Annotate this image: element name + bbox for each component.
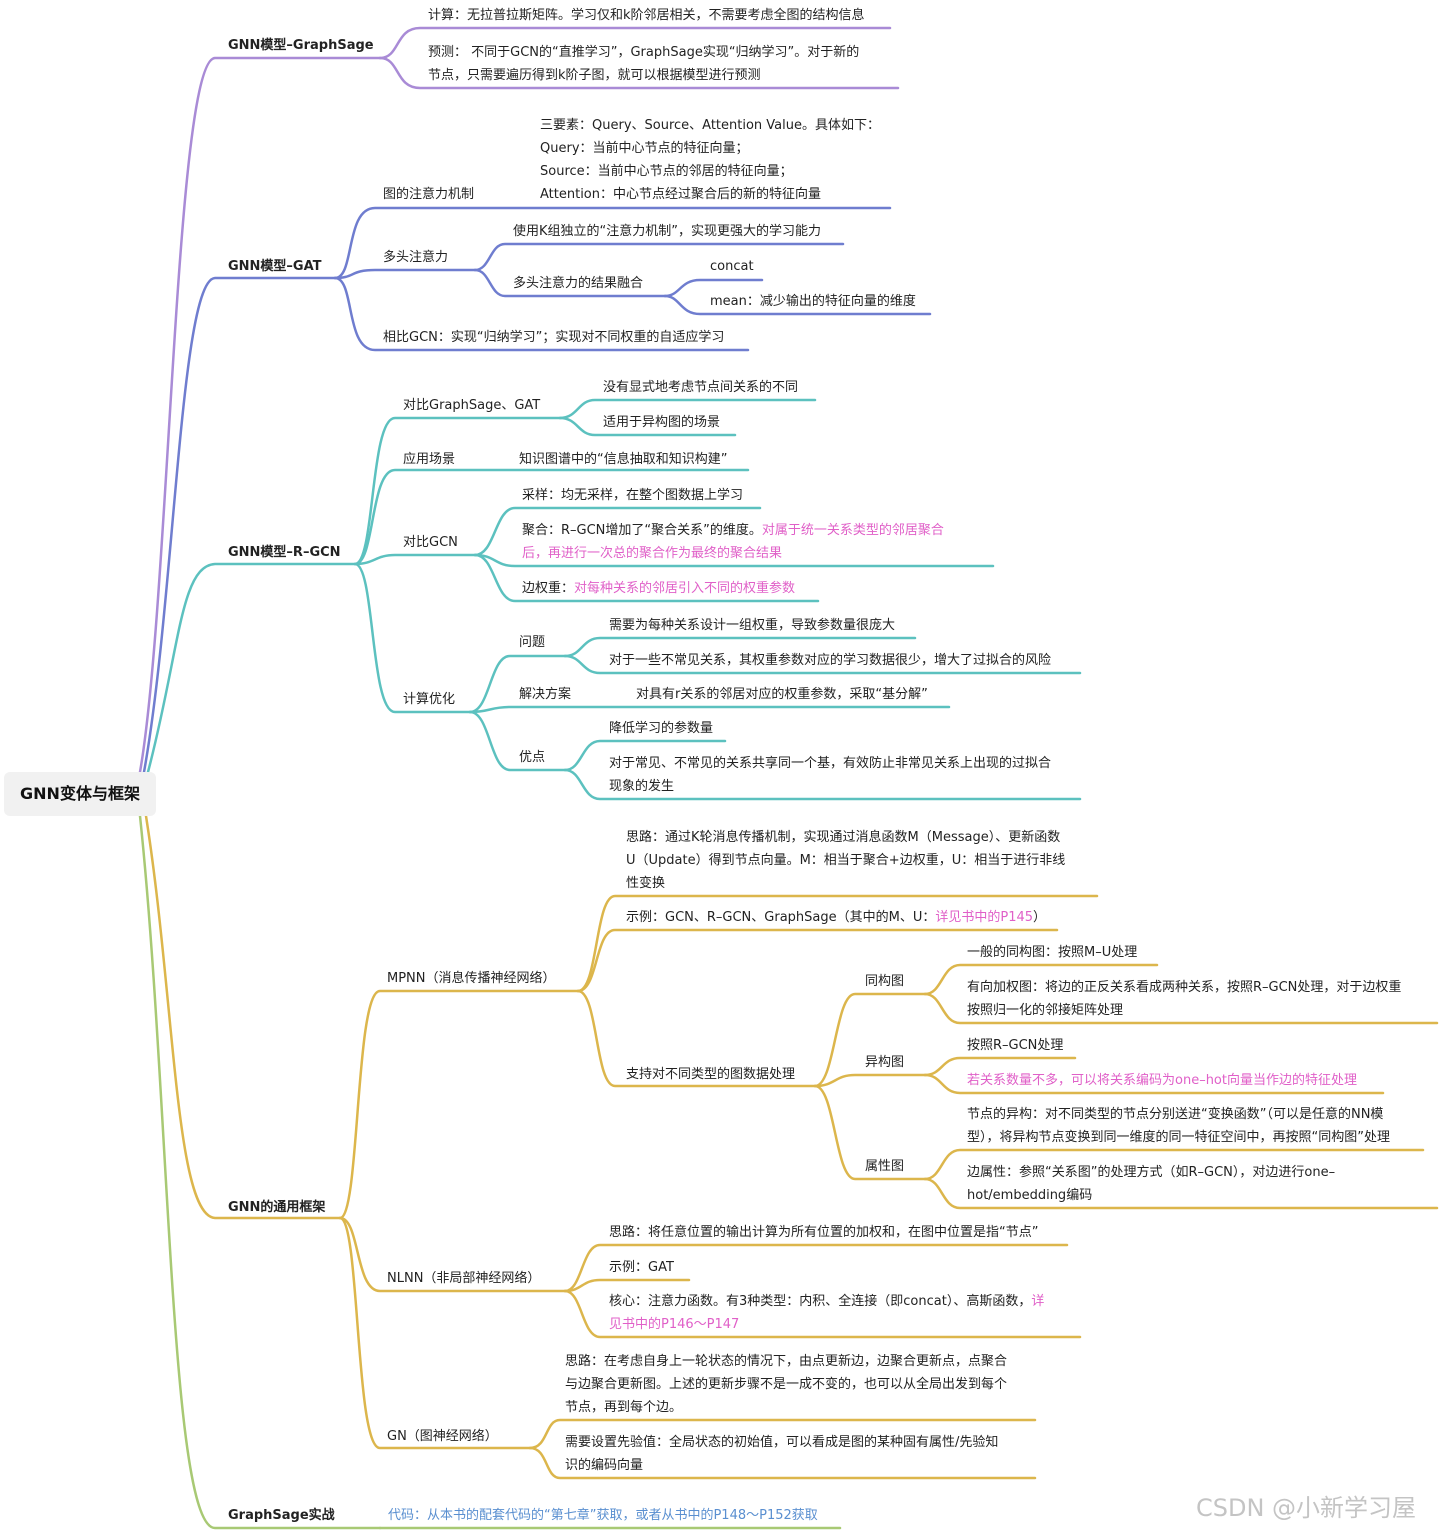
fw-hetero-a: 按照R–GCN处理 bbox=[967, 1038, 1064, 1053]
rgcn-lines bbox=[353, 398, 1082, 801]
rgcn-agg-hl2: 后，再进行一次总的聚合作为最终的聚合结果 bbox=[522, 546, 783, 561]
fw-mpnn-idea3: 性变换 bbox=[626, 876, 666, 891]
gat-attn-line2: Query：当前中心节点的特征向量； bbox=[540, 141, 749, 156]
watermark: CSDN @小新学习屋 bbox=[1196, 1494, 1417, 1522]
rgcn-adv[interactable]: 优点 bbox=[519, 750, 546, 765]
rgcn-app[interactable]: 应用场景 bbox=[403, 452, 456, 467]
gat-attn-line1: 三要素：Query、Source、Attention Value。具体如下： bbox=[540, 118, 880, 133]
gat-concat: concat bbox=[710, 259, 754, 274]
gat-multihead-a: 使用K组独立的“注意力机制”，实现更强大的学习能力 bbox=[513, 224, 821, 239]
fw-gn-idea2: 与边聚合更新图。上述的更新步骤不是一成不变的，也可以从全局出发到每个 bbox=[565, 1377, 1008, 1392]
gat-attn-line3: Source：当前中心节点的邻居的特征向量； bbox=[540, 164, 793, 179]
fw-attr-a2: 型），将异构节点变换到同一维度的同一特征空间中，再按照“同构图”处理 bbox=[967, 1130, 1390, 1145]
root-node[interactable]: GNN变体与框架 bbox=[4, 772, 156, 816]
gat-attention[interactable]: 图的注意力机制 bbox=[383, 187, 475, 202]
fw-homo-b2: 按照归一化的邻接矩阵处理 bbox=[967, 1003, 1124, 1018]
branch-line-graphsage bbox=[138, 56, 382, 774]
graphsage-pred-line1: 预测： 不同于GCN的“直推学习”，GraphSage实现“归纳学习”。对于新的 bbox=[428, 45, 860, 60]
rgcn-vs-gcn[interactable]: 对比GCN bbox=[403, 535, 458, 550]
fw-mpnn-ex-post: ） bbox=[1033, 910, 1047, 925]
fw-mpnn[interactable]: MPNN（消息传播神经网络） bbox=[387, 971, 556, 986]
rgcn-adv-a: 降低学习的参数量 bbox=[609, 721, 714, 736]
gat-multihead-b[interactable]: 多头注意力的结果融合 bbox=[513, 276, 644, 291]
rgcn-edge-pre: 边权重： bbox=[522, 581, 575, 596]
fw-nlnn-core: 核心：注意力函数。有3种类型：内积、全连接（即concat）、高斯函数，详 bbox=[609, 1290, 1044, 1313]
fw-gn-prior2: 识的编码向量 bbox=[565, 1458, 644, 1473]
rgcn-edge: 边权重：对每种关系的邻居引入不同的权重参数 bbox=[522, 577, 795, 600]
rgcn-vs-sg-b: 适用于异构图的场景 bbox=[603, 415, 721, 430]
fw-nlnn[interactable]: NLNN（非局部神经网络） bbox=[387, 1271, 541, 1286]
rgcn-sample: 采样：均无采样，在整个图数据上学习 bbox=[522, 488, 744, 503]
fw-attr-b2: hot/embedding编码 bbox=[967, 1188, 1093, 1203]
fw-nlnn-idea: 思路：将任意位置的输出计算为所有位置的加权和，在图中位置是指“节点” bbox=[609, 1225, 1039, 1240]
framework-lines bbox=[338, 894, 1439, 1480]
fw-homo[interactable]: 同构图 bbox=[865, 974, 905, 989]
fw-gn[interactable]: GN（图神经网络） bbox=[387, 1429, 498, 1444]
gat-vs-gcn: 相比GCN：实现“归纳学习”；实现对不同权重的自适应学习 bbox=[383, 330, 725, 345]
fw-hetero[interactable]: 异构图 bbox=[865, 1055, 905, 1070]
graphsage-lines bbox=[378, 26, 900, 90]
rgcn-vs-sg-a: 没有显式地考虑节点间关系的不同 bbox=[603, 380, 799, 395]
rgcn-opt[interactable]: 计算优化 bbox=[403, 692, 456, 707]
fw-nlnn-core-hl1: 详 bbox=[1031, 1294, 1045, 1309]
rgcn-edge-hl: 对每种关系的邻居引入不同的权重参数 bbox=[574, 581, 796, 596]
node-rgcn[interactable]: GNN模型–R–GCN bbox=[228, 545, 341, 560]
node-gat[interactable]: GNN模型–GAT bbox=[228, 259, 322, 274]
fw-gn-idea3: 节点，再到每个边。 bbox=[565, 1400, 683, 1415]
fw-gn-idea1: 思路：在考虑自身上一轮状态的情况下，由点更新边，边聚合更新点，点聚合 bbox=[565, 1354, 1008, 1369]
branch-line-gat bbox=[142, 276, 337, 774]
gat-lines bbox=[333, 206, 932, 352]
rgcn-solution-a: 对具有r关系的邻居对应的权重参数，采取“基分解” bbox=[636, 687, 928, 702]
fw-homo-a: 一般的同构图：按照M–U处理 bbox=[967, 945, 1138, 960]
rgcn-agg-line1: 聚合：R–GCN增加了“聚合关系”的维度。对属于统一关系类型的邻居聚合 bbox=[522, 519, 944, 542]
fw-attr-a1: 节点的异构：对不同类型的节点分别送进“变换函数”（可以是任意的NN模 bbox=[967, 1107, 1384, 1122]
fw-gn-prior1: 需要设置先验值：全局状态的初始值，可以看成是图的某种固有属性/先验知 bbox=[565, 1435, 999, 1450]
fw-mpnn-idea1: 思路：通过K轮消息传播机制，实现通过消息函数M（Message）、更新函数 bbox=[626, 830, 1061, 845]
fw-nlnn-example: 示例：GAT bbox=[609, 1260, 674, 1275]
rgcn-solution[interactable]: 解决方案 bbox=[519, 687, 572, 702]
fw-mpnn-idea2: U（Update）得到节点向量。M：相当于聚合+边权重，U：相当于进行非线 bbox=[626, 853, 1066, 868]
fw-hetero-b: 若关系数量不多，可以将关系编码为one–hot向量当作边的特征处理 bbox=[967, 1073, 1357, 1088]
node-framework[interactable]: GNN的通用框架 bbox=[228, 1200, 326, 1215]
graphsage-calc: 计算：无拉普拉斯矩阵。学习仅和k阶邻居相关，不需要考虑全图的结构信息 bbox=[428, 8, 865, 23]
rgcn-app-a: 知识图谱中的“信息抽取和知识构建” bbox=[519, 452, 728, 467]
branch-line-rgcn bbox=[146, 562, 357, 774]
gat-attn-line4: Attention：中心节点经过聚合后的新的特征向量 bbox=[540, 187, 821, 202]
practice-code: 代码：从本书的配套代码的“第七章”获取，或者从书中的P148～P152获取 bbox=[388, 1508, 818, 1523]
fw-attr-b1: 边属性：参照“关系图”的处理方式（如R–GCN），对边进行one– bbox=[967, 1165, 1336, 1180]
fw-nlnn-core-pre: 核心：注意力函数。有3种类型：内积、全连接（即concat）、高斯函数， bbox=[609, 1294, 1032, 1309]
graphsage-pred-line2: 节点，只需要遍历得到k阶子图，就可以根据模型进行预测 bbox=[428, 68, 761, 83]
rgcn-problem-b: 对于一些不常见关系，其权重参数对应的学习数据很少，增大了过拟合的风险 bbox=[609, 653, 1052, 668]
fw-attr[interactable]: 属性图 bbox=[865, 1159, 905, 1174]
node-graphsage[interactable]: GNN模型–GraphSage bbox=[228, 38, 374, 53]
gat-mean: mean：减少输出的特征向量的维度 bbox=[710, 294, 916, 309]
rgcn-vs-sg-gat[interactable]: 对比GraphSage、GAT bbox=[403, 398, 541, 413]
rgcn-agg-hl1: 对属于统一关系类型的邻居聚合 bbox=[761, 523, 944, 538]
rgcn-adv-b1: 对于常见、不常见的关系共享同一个基，有效防止非常见关系上出现的过拟合 bbox=[609, 756, 1052, 771]
rgcn-agg-pre: 聚合：R–GCN增加了“聚合关系”的维度。 bbox=[522, 523, 762, 538]
fw-support[interactable]: 支持对不同类型的图数据处理 bbox=[626, 1067, 796, 1082]
rgcn-problem-a: 需要为每种关系设计一组权重，导致参数量很庞大 bbox=[609, 618, 896, 633]
fw-mpnn-ex-hl: 详见书中的P145 bbox=[935, 910, 1034, 925]
fw-mpnn-ex-pre: 示例：GCN、R–GCN、GraphSage（其中的M、U： bbox=[626, 910, 936, 925]
fw-mpnn-example: 示例：GCN、R–GCN、GraphSage（其中的M、U：详见书中的P145） bbox=[626, 906, 1046, 929]
node-practice[interactable]: GraphSage实战 bbox=[228, 1508, 335, 1523]
gat-multihead[interactable]: 多头注意力 bbox=[383, 250, 449, 265]
branch-line-framework bbox=[144, 814, 342, 1220]
fw-homo-b1: 有向加权图：将边的正反关系看成两种关系，按照R–GCN处理，对于边权重 bbox=[967, 980, 1402, 995]
branch-line-practice bbox=[138, 814, 382, 1530]
rgcn-adv-b2: 现象的发生 bbox=[609, 779, 675, 794]
rgcn-problem[interactable]: 问题 bbox=[519, 635, 546, 650]
fw-nlnn-core-hl2: 见书中的P146～P147 bbox=[609, 1317, 740, 1332]
